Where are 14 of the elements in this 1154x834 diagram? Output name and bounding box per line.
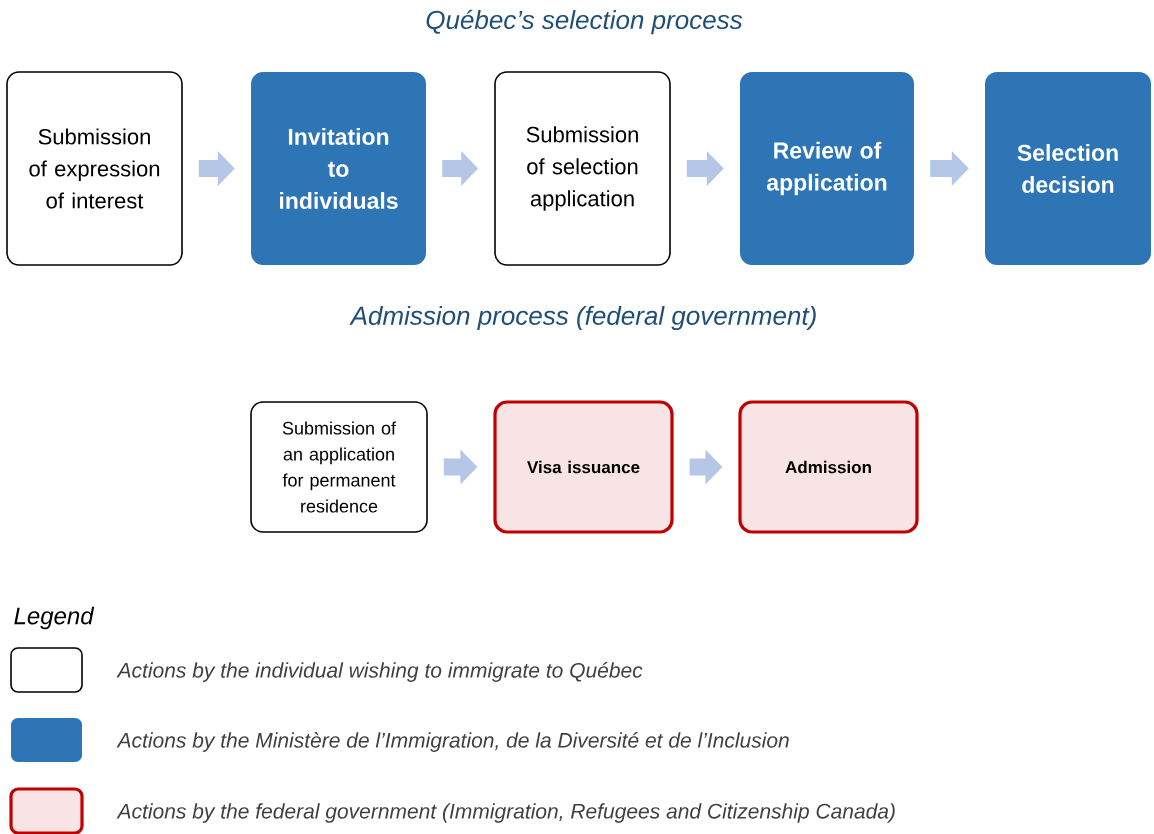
process-box: Visa issuance — [493, 400, 674, 534]
legend-text: Actions by the federal government (Immigration, Refugees and Citizenship Canada) — [116, 803, 895, 823]
process-box: Submission of expression of interest — [6, 71, 183, 266]
legend-text: Actions by the individual wishing to immigrate to Québec — [116, 662, 643, 682]
legend-heading: Legend — [14, 606, 95, 630]
process-box: Submission of an application for permanent residence — [250, 401, 428, 533]
section-title: Québec’s selection process — [426, 9, 743, 35]
process-box: Review of application — [740, 72, 914, 265]
process-box: Selection decision — [985, 72, 1151, 265]
legend-text: Actions by the Ministère de l’Immigration, de la Diversité et de l’Inclusion — [116, 732, 789, 752]
process-box: Admission — [738, 400, 919, 534]
section-title: Admission process (federal government) — [349, 305, 816, 331]
process-box: Invitation to individuals — [251, 72, 426, 265]
process-box: Submission of selection application — [494, 71, 671, 266]
